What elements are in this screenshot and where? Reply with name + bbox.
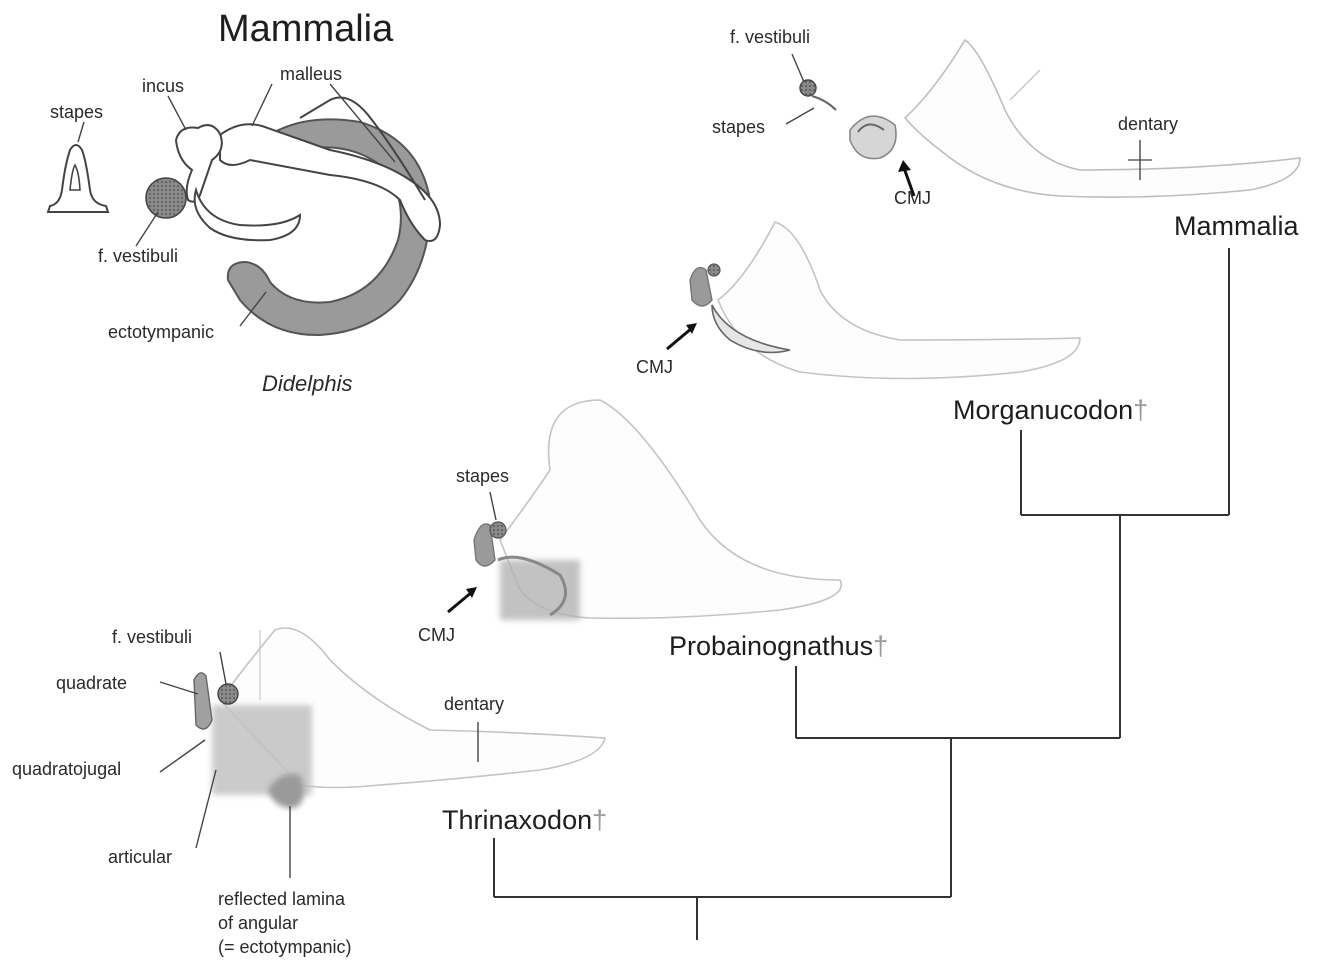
extinct-dagger-morganucodon: † [1133,395,1148,425]
label-fvestibuli-mammal: f. vestibuli [730,27,810,48]
probainognathus-cmj-arrow [448,592,472,612]
didelphis-fvestibuli-drawing [146,178,186,218]
extinct-dagger-thrinaxodon: † [592,805,607,835]
taxon-probainognathus: Probainognathus† [669,631,888,662]
taxon-probainognathus-name: Probainognathus [669,631,873,661]
mammal-fvestibuli [800,80,816,96]
label-reflected-lamina-line2: of angular [218,911,352,935]
morganucodon-jaw-illustration [667,222,1080,379]
label-cmj-mammal: CMJ [894,188,931,209]
label-fvestibuli-didelphis: f. vestibuli [98,246,178,267]
mammal-jaw-illustration [786,40,1300,197]
thrinaxodon-quadrate [194,673,212,729]
morganucodon-cmj-arrow [667,328,692,349]
label-cmj-morganucodon: CMJ [636,357,673,378]
label-incus: incus [142,76,184,97]
thrinaxodon-jaw-illustration [160,628,605,878]
label-stapes-didelphis: stapes [50,102,103,123]
label-stapes-mammal: stapes [712,117,765,138]
extinct-dagger-probainognathus: † [873,631,888,661]
mammal-ectotympanic [850,116,896,159]
didelphis-panel-title: Mammalia [218,8,393,51]
label-articular: articular [108,847,172,868]
morganucodon-dentary-outline [718,222,1080,379]
label-cmj-probainognathus: CMJ [418,625,455,646]
label-malleus: malleus [280,64,342,85]
label-dentary-thrinaxodon: dentary [444,694,504,715]
taxon-thrinaxodon-name: Thrinaxodon [442,805,592,835]
taxon-morganucodon-name: Morganucodon [953,395,1133,425]
label-stapes-probainognathus: stapes [456,466,509,487]
mammal-dentary-outline [905,40,1300,197]
label-fvestibuli-thrinaxodon: f. vestibuli [112,627,192,648]
label-quadratojugal: quadratojugal [12,759,121,780]
genus-didelphis: Didelphis [262,371,353,397]
label-reflected-lamina-line3: (= ectotympanic) [218,935,352,959]
taxon-morganucodon: Morganucodon† [953,395,1148,426]
taxon-thrinaxodon: Thrinaxodon† [442,805,607,836]
label-ectotympanic: ectotympanic [108,322,214,343]
didelphis-ear-illustration [48,84,440,335]
label-reflected-lamina-line1: reflected lamina [218,887,352,911]
label-quadrate: quadrate [56,673,127,694]
thrinaxodon-fvestibuli [218,684,238,704]
taxon-mammalia: Mammalia [1174,211,1299,242]
label-dentary-mammal: dentary [1118,114,1178,135]
probainognathus-jaw-illustration [448,400,841,620]
